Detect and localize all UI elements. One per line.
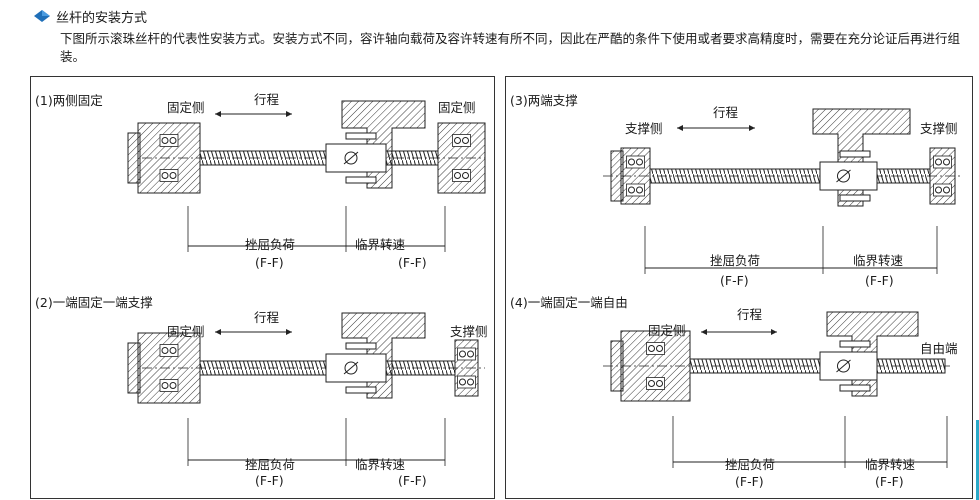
edge-tab [976, 420, 979, 500]
bolt [839, 384, 871, 392]
bolt [839, 150, 871, 158]
buckling-load-code: (F-F) [255, 473, 284, 488]
stroke-label: 行程 [737, 307, 763, 322]
diagram-title: (2)一端固定一端支撑 [35, 295, 153, 310]
diagram-panel-right [505, 76, 973, 499]
ball-nut [325, 353, 387, 383]
section-description: 下图所示滚珠丝杆的代表性安装方式。安装方式不同，容许轴向载荷及容许转速有所不同，… [60, 31, 961, 64]
right-side-label: 支撑侧 [920, 121, 958, 136]
diagram-1 [127, 100, 486, 252]
diagram-2 [127, 312, 485, 466]
ball-nut [325, 143, 387, 173]
right-housing [437, 122, 486, 194]
ball-screw-shaft [649, 168, 931, 184]
bolt [839, 340, 871, 348]
blue-diamond-icon [34, 10, 50, 22]
buckling-load-code: (F-F) [735, 474, 764, 489]
ball-screw-shaft [689, 358, 946, 374]
bolt [345, 132, 377, 140]
right-side-label: 固定侧 [438, 100, 476, 115]
bolt [839, 194, 871, 202]
critical-speed-label: 临界转速 [355, 237, 406, 252]
section-title: 丝杆的安装方式 [56, 10, 148, 26]
buckling-load-code: (F-F) [255, 255, 284, 270]
buckling-load-label: 挫屈负荷 [710, 253, 761, 268]
diagram-4 [603, 311, 950, 468]
stroke-label: 行程 [254, 310, 280, 325]
left-side-label: 固定侧 [648, 323, 686, 338]
left-side-label: 固定侧 [167, 324, 205, 339]
right-side-label: 支撑侧 [450, 324, 488, 339]
left-side-label: 支撑侧 [625, 121, 663, 136]
left-side-label: 固定侧 [167, 100, 205, 115]
ball-nut [819, 161, 878, 191]
critical-speed-label: 临界转速 [865, 457, 916, 472]
buckling-load-label: 挫屈负荷 [245, 237, 296, 252]
critical-speed-code: (F-F) [398, 255, 427, 270]
critical-speed-label: 临界转速 [853, 253, 904, 268]
buckling-load-label: 挫屈负荷 [725, 457, 776, 472]
critical-speed-code: (F-F) [875, 474, 904, 489]
diagram-title: (1)两侧固定 [35, 93, 103, 108]
stroke-label: 行程 [254, 92, 280, 107]
diagram-title: (4)一端固定一端自由 [510, 295, 628, 310]
bolt [345, 342, 377, 350]
ball-screw-shaft [199, 150, 439, 166]
right-side-label: 自由端 [920, 341, 958, 356]
diagram-3 [603, 108, 960, 274]
diagram-panel-left [30, 76, 495, 499]
critical-speed-label: 临界转速 [355, 457, 406, 472]
critical-speed-code: (F-F) [865, 273, 894, 288]
stroke-label: 行程 [713, 105, 739, 120]
buckling-load-code: (F-F) [720, 273, 749, 288]
bolt [345, 176, 377, 184]
left-housing [620, 330, 691, 402]
left-housing [137, 122, 201, 194]
ball-nut [819, 351, 878, 381]
section-heading: 丝杆的安装方式 [34, 6, 147, 26]
bolt [345, 386, 377, 394]
buckling-load-label: 挫屈负荷 [245, 457, 296, 472]
left-housing [137, 332, 201, 404]
critical-speed-code: (F-F) [398, 473, 427, 488]
diagram-title: (3)两端支撑 [510, 93, 578, 108]
